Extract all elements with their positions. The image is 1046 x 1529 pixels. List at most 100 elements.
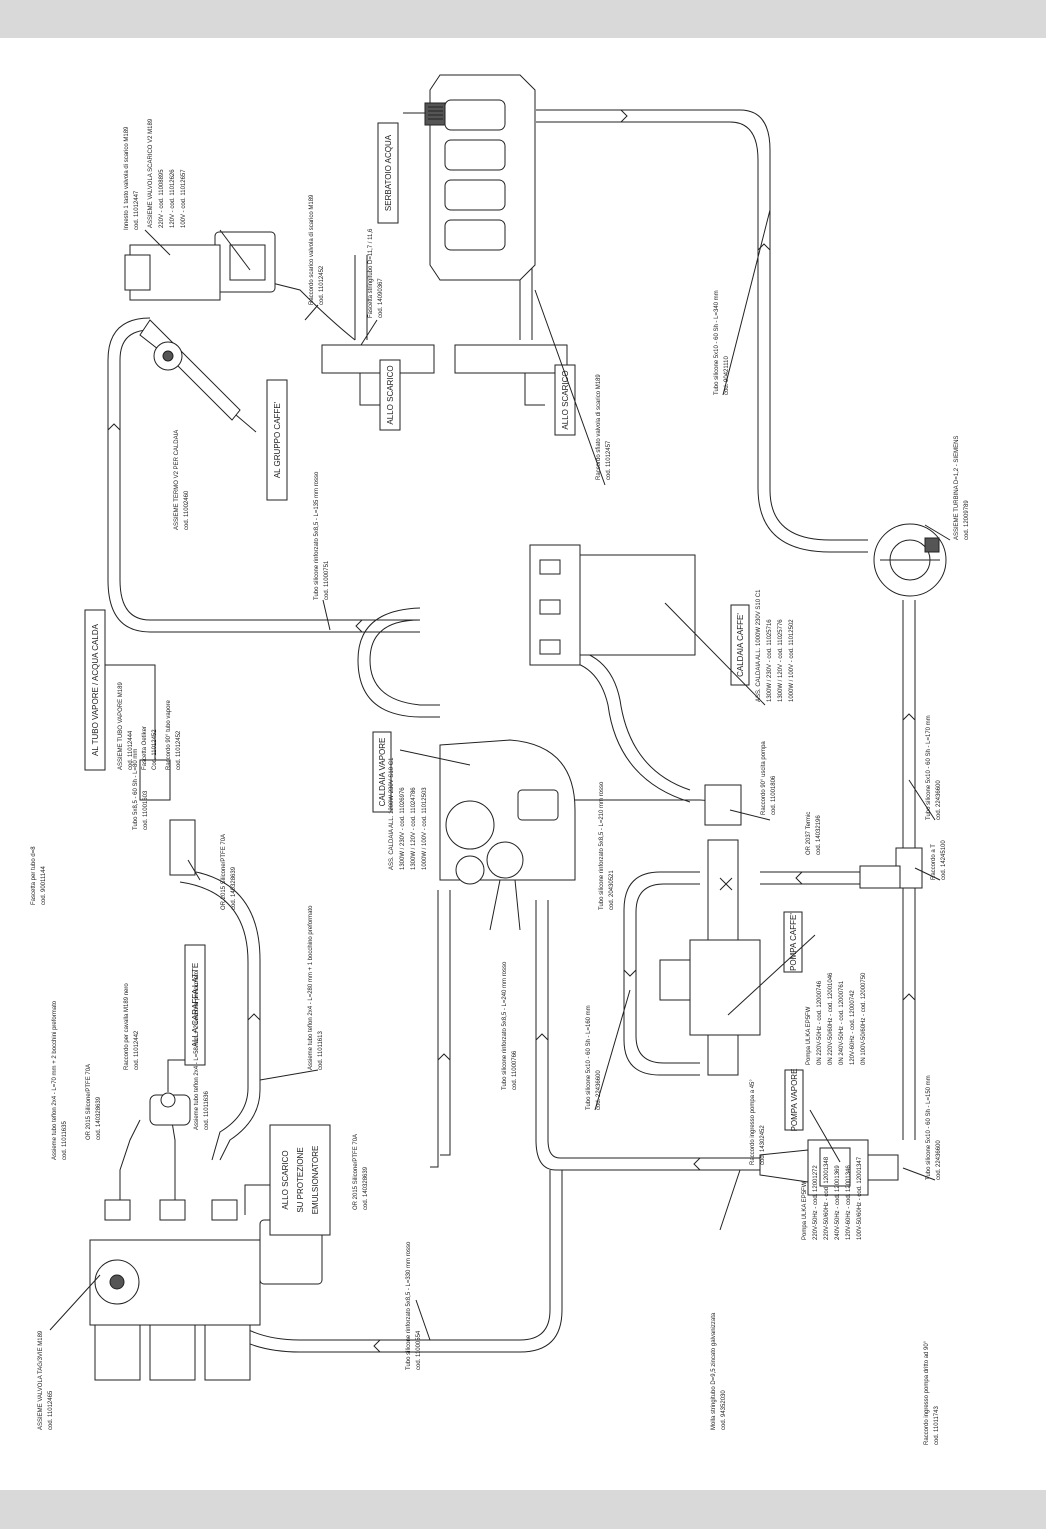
label-gruppo-caffe: AL GRUPPO CAFFE' [273, 401, 282, 478]
leader-12 [729, 809, 771, 821]
leader-2 [219, 229, 251, 271]
note-1-l2: cod. 11012447 [134, 190, 140, 230]
note-13: ASSIEME TUBO VAPORE M189 cod. 11012444 F… [118, 682, 182, 770]
note-18-l1: Raccordo 90° uscita pompa [761, 741, 767, 815]
note-34: ASSIEME VALVOLA TAG/3VIE M189 cod. 11012… [38, 1330, 54, 1430]
note-13-l6: cod. 11012452 [176, 730, 182, 770]
hose-teflon-vapore-b [179, 881, 249, 1161]
label-caldaia-caffe: CALDAIA CAFFE' [736, 613, 745, 677]
label-caraffa: ALLA CARAFFA LATTE [191, 963, 200, 1047]
note-3-l2: cod. 11012452 [319, 265, 325, 305]
tank-filter-lines [428, 106, 443, 120]
note-27: Tubo silicone rinforzato 5x8,5 - L=240 m… [502, 961, 518, 1090]
hose-drain-to-valve [259, 279, 356, 341]
arrow-10 [107, 423, 121, 431]
note-19-l1: Raccordo a T [931, 844, 937, 880]
caraffa-raccordo-c [160, 1092, 176, 1108]
label-caldaia-caffe-box: CALDAIA CAFFE' [730, 604, 750, 686]
note-29-l2: cod. 14302452 [760, 1125, 766, 1165]
hose-tank-turbine [536, 109, 868, 541]
note-21-l4: 0N 240V-50Hz - cod. 12000761 [839, 980, 845, 1065]
leader-7 [322, 599, 331, 631]
note-4-l2: cod. 11012457 [606, 440, 612, 480]
drain-valve-assembly [124, 231, 276, 433]
hose-pompa-vapore-caldaia [547, 900, 860, 1159]
note-26-l1: Assieme tubo teflon 2x4 - L=58 mm + 2 bo… [194, 970, 200, 1130]
label-caldaia-vapore: CALDAIA VAPORE [378, 738, 387, 807]
termo-nut-core [162, 350, 174, 362]
note-20-l1: Tubo silicone rinforzato 5x8,5 - L=210 m… [599, 781, 605, 910]
arrow-1 [620, 109, 628, 123]
note-32-l1: OR 2015 Silicone/PTFE 70A [353, 1134, 359, 1210]
termo-assembly [139, 319, 241, 421]
top-band [0, 0, 1046, 38]
pompa-caffe [659, 784, 761, 1076]
caldaia-caffe-term1 [539, 559, 561, 575]
note-6-l2: cod. 14090367 [378, 278, 384, 318]
label-pompa-caffe: POMPA CAFFE' [789, 913, 798, 971]
note-5-l2: cod. 90421110 [724, 356, 730, 395]
note-23-l1: Assieme tubo teflon 2x4 - L=70 mm + 2 bo… [52, 1000, 58, 1160]
hose-pompa-loop-b [635, 883, 700, 1064]
drain-cup-1-arrow [359, 373, 380, 406]
note-25-l2: cod. 140328639 [96, 1096, 102, 1140]
water-tank [403, 74, 536, 281]
caldaia-vapore [439, 739, 576, 931]
caldaia-vapore-c2 [486, 841, 524, 879]
turbine [873, 523, 947, 597]
hose-caldaia-loop [369, 619, 440, 706]
arrow-8 [535, 1033, 549, 1041]
label-scarico-1: ALLO SCARICO [386, 365, 395, 424]
label-caldaia-vapore-box: CALDAIA VAPORE [372, 731, 392, 813]
label-scarico3-l1: ALLO SCARICO [281, 1150, 290, 1209]
note-30-l2: 220V-50Hz - cod. 12001272 [813, 1165, 819, 1240]
hoses [107, 109, 916, 1353]
note-11-l1: ASS. CALDAIA ALL. 1000W 230V S10 C1 [756, 589, 762, 702]
hose-caldaia-caffe-raccordo [559, 647, 691, 791]
note-6: Fascetta stringitubo D=11,7 / 11,6 cod. … [368, 228, 384, 318]
turbine-sensor [924, 537, 940, 553]
note-12-l1: Tubo 5x8,5 - 60 Sh - L=80 mm [133, 749, 139, 830]
leader-11 [399, 749, 471, 766]
note-30-l3: 220V-50/60Hz - cod. 12001348 [824, 1156, 830, 1240]
hose-teflon-2 [169, 1109, 176, 1215]
valve-block [89, 1184, 323, 1381]
note-4: Raccordo sfiato valvola di scarico M189 … [596, 374, 612, 480]
note-35-l2: cod. 94352030 [721, 1390, 727, 1430]
label-scarico-2: ALLO SCARICO [561, 370, 570, 429]
hose-caldaia-loop-b [357, 607, 440, 718]
caraffa-raccordo [149, 1059, 191, 1126]
note-24: Raccordo per cavalla M189 nero cod. 1101… [124, 983, 140, 1070]
note-19-l2: cod. 14245100 [941, 840, 947, 880]
note-33-l1: Tubo silicone rinforzato 5x8,5 - L=330 m… [406, 1241, 412, 1370]
tank-filter [424, 102, 446, 126]
label-scarico3-l2: SU PROTEZIONE [296, 1147, 305, 1212]
note-28-l1: Tubo silicone 5x10 - 60 Sh - L=160 mm [586, 1005, 592, 1110]
hose-caldaia-termo-b [107, 317, 420, 633]
caldaia-vapore-term [517, 789, 559, 821]
label-scarico1-box: ALLO SCARICO [379, 359, 401, 431]
note-2-l1: ASSIEME VALVOLA SCARICO V2 M189 [148, 118, 154, 228]
note-21: Pompa ULKA EP5FW 0N 220V-50Hz - cod. 120… [806, 972, 867, 1065]
leader-1 [144, 229, 171, 256]
note-19: Raccordo a T cod. 14245100 [931, 840, 947, 880]
note-21-l3: 0N 220V-50/60Hz - cod. 12001046 [828, 972, 834, 1065]
leader-21 [902, 1167, 936, 1181]
label-serbatoio: SERBATOIO ACQUA [384, 134, 393, 211]
note-12: Tubo 5x8,5 - 60 Sh - L=80 mm cod. 110016… [133, 749, 149, 830]
leader-17 [809, 1109, 841, 1163]
label-scarico3-box: ALLO SCARICO SU PROTEZIONE EMULSIONATORE [269, 1124, 331, 1236]
hose-pompa-vapore-caldaia-b [535, 900, 860, 1171]
tank-slot-4 [444, 219, 506, 251]
label-pompa-caffe-box: POMPA CAFFE' [783, 911, 803, 973]
bottom-band [0, 1490, 1046, 1529]
note-9-l2: cod. 12009789 [964, 500, 970, 540]
note-13-l1: ASSIEME TUBO VAPORE M189 [118, 682, 124, 770]
note-24-l2: cod. 11012442 [134, 1030, 140, 1070]
flow-arrows [107, 109, 916, 1353]
steam-pipe-connector [85, 664, 196, 876]
note-14-l2: cod. 90011144 [41, 866, 47, 905]
note-36-l1: Raccordo ingresso pompa dritto ad 90° [924, 1340, 930, 1445]
note-11-l3: 1300W / 120V - cod. 11025776 [778, 619, 784, 702]
